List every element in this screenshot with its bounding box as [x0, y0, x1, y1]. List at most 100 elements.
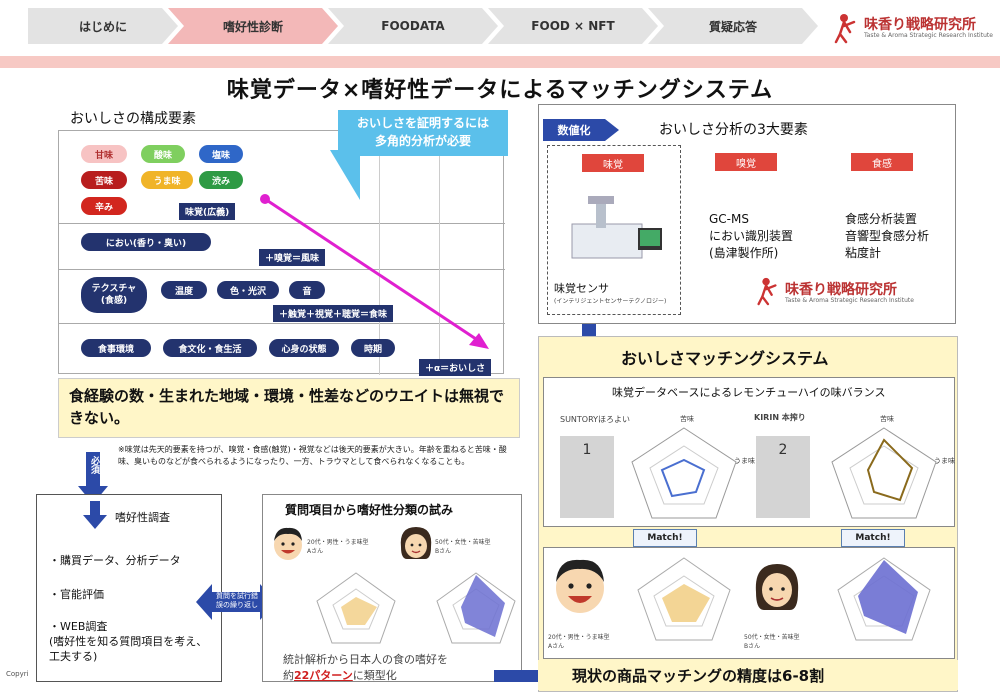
- survey-summary-line2: 約22パターンに類型化: [283, 667, 397, 683]
- texture-line: 音響型食感分析: [845, 229, 930, 243]
- tag-texture: 食感: [851, 153, 913, 171]
- man-face-icon: [556, 559, 604, 613]
- taste-sweet: 甘味: [81, 145, 127, 163]
- axis-label: 苦味: [880, 415, 894, 423]
- env-food-culture: 食文化・食生活: [163, 339, 257, 357]
- nav-tab-foodata[interactable]: FOODATA: [328, 8, 498, 44]
- match-button-2[interactable]: Match!: [841, 529, 905, 547]
- gc-line: GC-MS: [709, 212, 749, 226]
- logo-subtitle: Taste & Aroma Strategic Research Institu…: [864, 32, 993, 39]
- taste-salty: 塩味: [199, 145, 243, 163]
- nav-tab-preference-diagnosis[interactable]: 嗜好性診断: [168, 8, 338, 44]
- axis-label: うま味: [734, 457, 755, 465]
- header-divider: [0, 56, 1000, 68]
- taste-bitter: 苦味: [81, 171, 127, 189]
- gc-line: におい識別装置: [709, 229, 794, 243]
- right-arrow-icon: [605, 119, 619, 141]
- product1-image-placeholder: 1: [560, 436, 614, 518]
- required-arrow-shaft: [86, 452, 100, 488]
- down-arrow-icon: [83, 501, 107, 529]
- preference-heading: 嗜好性調査: [115, 511, 170, 524]
- page-title: 味覚データ×嗜好性データによるマッチングシステム: [226, 78, 774, 103]
- nav-tab-intro[interactable]: はじめに: [28, 8, 178, 44]
- inner-logo-name: 味香り戦略研究所: [785, 282, 897, 298]
- loop-double-arrow-icon: [196, 584, 276, 620]
- inner-logo-sub: Taste & Aroma Strategic Research Institu…: [785, 297, 914, 304]
- divider: [439, 131, 440, 375]
- footnote: ※味覚は先天的要素を持つが、嗅覚・食感(触覚)・視覚などは後天的要素が大きい。年…: [118, 445, 507, 466]
- nav-tab-food-nft[interactable]: FOOD × NFT: [488, 8, 658, 44]
- man-face-icon: [274, 527, 302, 560]
- analysis-heading: おいしさ分析の3大要素: [659, 122, 808, 138]
- nav-label: 嗜好性診断: [222, 19, 283, 34]
- taste-astringent: 渋み: [199, 171, 243, 189]
- preference-item-purchase: ・購買データ、分析データ: [49, 554, 181, 567]
- woman-face-icon: [400, 527, 432, 559]
- taste-spicy: 辛み: [81, 197, 127, 215]
- preference-survey-box: 嗜好性調査 ・購買データ、分析データ ・官能評価 ・WEB調査 (嗜好性を知る質…: [36, 494, 222, 682]
- sensor-sub: (インテリジェントセンサーテクノロジー): [554, 298, 667, 305]
- taste-sour: 酸味: [141, 145, 185, 163]
- nav-label: 質疑応答: [708, 19, 757, 34]
- survey-person-a: 20代・男性・うま味型 Aさん: [307, 539, 369, 555]
- magenta-arrow: [260, 194, 489, 349]
- env-dining: 食事環境: [81, 339, 151, 357]
- gc-ms-list: GC-MS におい識別装置 (島津製作所): [709, 211, 793, 262]
- survey-heading: 質問項目から嗜好性分類の試み: [285, 503, 454, 517]
- texture-color: 色・光沢: [217, 281, 279, 299]
- callout-box: おいしさを証明するには 多角的分析が必要: [338, 110, 508, 156]
- axis-label: 苦味: [680, 415, 694, 423]
- radar-chart-product1: [631, 427, 737, 519]
- summary-suffix: に類型化: [352, 669, 397, 682]
- product1-label: SUNTORYほろよい: [560, 415, 631, 424]
- matching-heading: おいしさマッチングシステム: [621, 349, 829, 368]
- preference-item-sensory: ・官能評価: [49, 588, 104, 601]
- taste-sensor-box: 味覚 味覚センサ (インテリジェントセンサーテクノロジー): [547, 145, 681, 315]
- env-tag: ＋α＝おいしさ: [419, 359, 492, 376]
- nav-tab-qa[interactable]: 質疑応答: [648, 8, 818, 44]
- env-season: 時期: [351, 339, 395, 357]
- tag-smell: 嗅覚: [715, 153, 777, 171]
- summary-prefix: 約: [283, 669, 294, 682]
- matching-person-b: 50代・女性・苦味型 Bさん: [744, 634, 800, 650]
- texture-sound: 音: [289, 281, 325, 299]
- taste-broad-tag: 味覚(広義): [179, 203, 236, 220]
- logo-figure-icon: [834, 14, 856, 44]
- survey-summary-line1: 統計解析から日本人の食の嗜好を: [283, 653, 448, 666]
- survey-box: 質問項目から嗜好性分類の試み 20代・男性・うま味型 Aさん 50代・女性・苦味…: [262, 494, 522, 682]
- product2-image-placeholder: 2: [756, 436, 810, 518]
- summary-highlight: 22パターン: [294, 669, 353, 682]
- components-diagram: 甘味 酸味 塩味 苦味 うま味 渋み 辛み 味覚(広義) におい(香り・臭い) …: [58, 130, 505, 376]
- texture-line: 粘度計: [845, 246, 882, 260]
- radar-chart-a: [316, 572, 396, 644]
- gc-line: (島津製作所): [709, 246, 779, 260]
- product2-label: KIRIN 本搾り: [754, 413, 806, 422]
- matching-subheading: 味覚データベースによるレモンチューハイの味バランス: [612, 386, 886, 399]
- nav-label: はじめに: [78, 19, 127, 34]
- texture-line: 食感分析装置: [845, 212, 918, 226]
- texture-tag: ＋触覚＋視覚＋聴覚＝食味: [273, 305, 394, 322]
- required-label: 必須: [89, 456, 99, 474]
- matching-person-a: 20代・男性・うま味型 Aさん: [548, 634, 610, 650]
- tag-taste: 味覚: [582, 154, 644, 172]
- divider: [59, 323, 505, 324]
- taste-umami: うま味: [141, 171, 193, 189]
- inner-logo: 味香り戦略研究所 Taste & Aroma Strategic Researc…: [753, 275, 923, 311]
- nav-label: FOOD × NFT: [531, 19, 615, 33]
- product-balance-panel: 味覚データベースによるレモンチューハイの味バランス SUNTORYほろよい KI…: [543, 377, 955, 527]
- person-balance-panel: 20代・男性・うま味型 Aさん 50代・女性・苦味型 Bさん: [543, 547, 955, 659]
- divider: [379, 131, 380, 375]
- components-heading: おいしさの構成要素: [70, 111, 196, 127]
- texture-temperature: 温度: [161, 281, 207, 299]
- match-button-1[interactable]: Match!: [633, 529, 697, 547]
- logo-figure-icon: [757, 277, 777, 306]
- env-mind-body: 心身の状態: [269, 339, 339, 357]
- company-logo: 味香り戦略研究所 Taste & Aroma Strategic Researc…: [830, 12, 993, 46]
- survey-person-b: 50代・女性・苦味型 Bさん: [435, 539, 491, 555]
- nav-label: FOODATA: [381, 19, 445, 33]
- callout-tail: [330, 150, 360, 200]
- sensor-label: 味覚センサ: [554, 282, 609, 295]
- weight-note: 食経験の数・生まれた地域・環境・性差などのウエイトは無視できない。: [58, 378, 520, 438]
- axis-label: うま味: [934, 457, 955, 465]
- woman-face-icon: [755, 564, 799, 610]
